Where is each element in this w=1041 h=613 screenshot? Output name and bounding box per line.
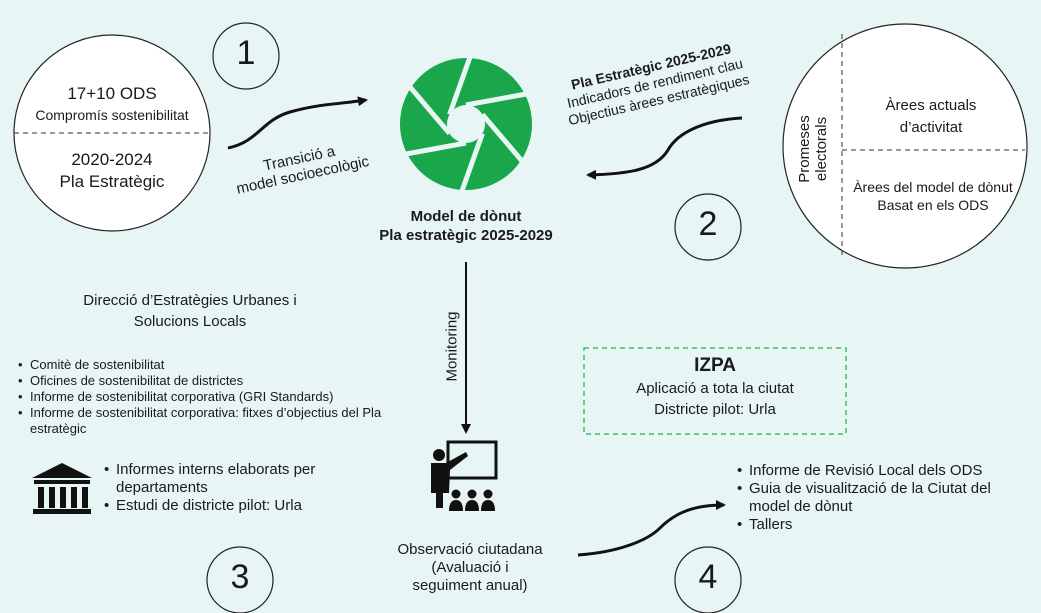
step-number-3: 3 (230, 558, 250, 596)
list-item: Informe de sostenibilitat corporativa: f… (18, 405, 418, 437)
list-item: Guia de visualització de la Ciutat del m… (737, 480, 1022, 516)
institution-icon (32, 463, 92, 514)
step-circle-1 (212, 22, 280, 90)
strategic-plan-years: 2020-2024 (71, 150, 153, 169)
transition-arrow (227, 96, 368, 150)
list-item: Informe de Revisió Local dels ODS (737, 462, 1022, 480)
list-item: Informe de sostenibilitat corporativa (G… (18, 389, 418, 405)
step-circle-3 (206, 546, 274, 613)
list-item: Informes interns elaborats per departame… (104, 461, 364, 497)
izpa-content: IZPA Aplicació a tota la ciutat District… (636, 355, 794, 418)
internal-reports-list: Informes interns elaborats per departame… (104, 461, 364, 515)
izpa-box (583, 347, 847, 435)
strategic-plan-label: Pla Estratègic (59, 172, 165, 191)
right-circle (782, 23, 1028, 269)
center-title: Model de dònut Pla estratègic 2025-2029 (379, 208, 553, 244)
step-number-4: 4 (698, 558, 718, 596)
monitoring-label: Monitoring (443, 311, 461, 382)
step-circle-2 (674, 193, 742, 261)
list-item: Tallers (737, 516, 1022, 534)
list-item: Comitè de sostenibilitat (18, 357, 418, 373)
list-item: Oficines de sostenibilitat de districtes (18, 373, 418, 389)
feedback-arrow (586, 116, 743, 180)
donut-model-areas: Àrees del model de dònut Basat en els OD… (853, 179, 1013, 213)
step-number-1: 1 (236, 34, 256, 72)
step-circle-4 (674, 546, 742, 613)
reporting-arrow (577, 500, 726, 557)
presentation-icon (431, 440, 498, 511)
donut-model-icon (400, 56, 532, 192)
citizen-observation: Observació ciutadana (Avaluació i seguim… (397, 541, 543, 594)
current-activity-areas: Àrees actuals d’activitat (885, 97, 977, 136)
sustainability-list: Comitè de sostenibilitat Oficines de sos… (18, 357, 418, 437)
ods-commitment-subtitle: Compromís sostenibilitat (35, 107, 189, 123)
electoral-promises-label: Promeses electorals (796, 115, 830, 183)
local-review-list: Informe de Revisió Local dels ODS Guia d… (737, 462, 1022, 534)
list-item: Estudi de districte pilot: Urla (104, 497, 364, 515)
step-number-2: 2 (698, 205, 718, 243)
direction-heading: Direcció d’Estratègies Urbanes i Solucio… (83, 292, 297, 330)
ods-commitment-title: 17+10 ODS (67, 84, 157, 103)
